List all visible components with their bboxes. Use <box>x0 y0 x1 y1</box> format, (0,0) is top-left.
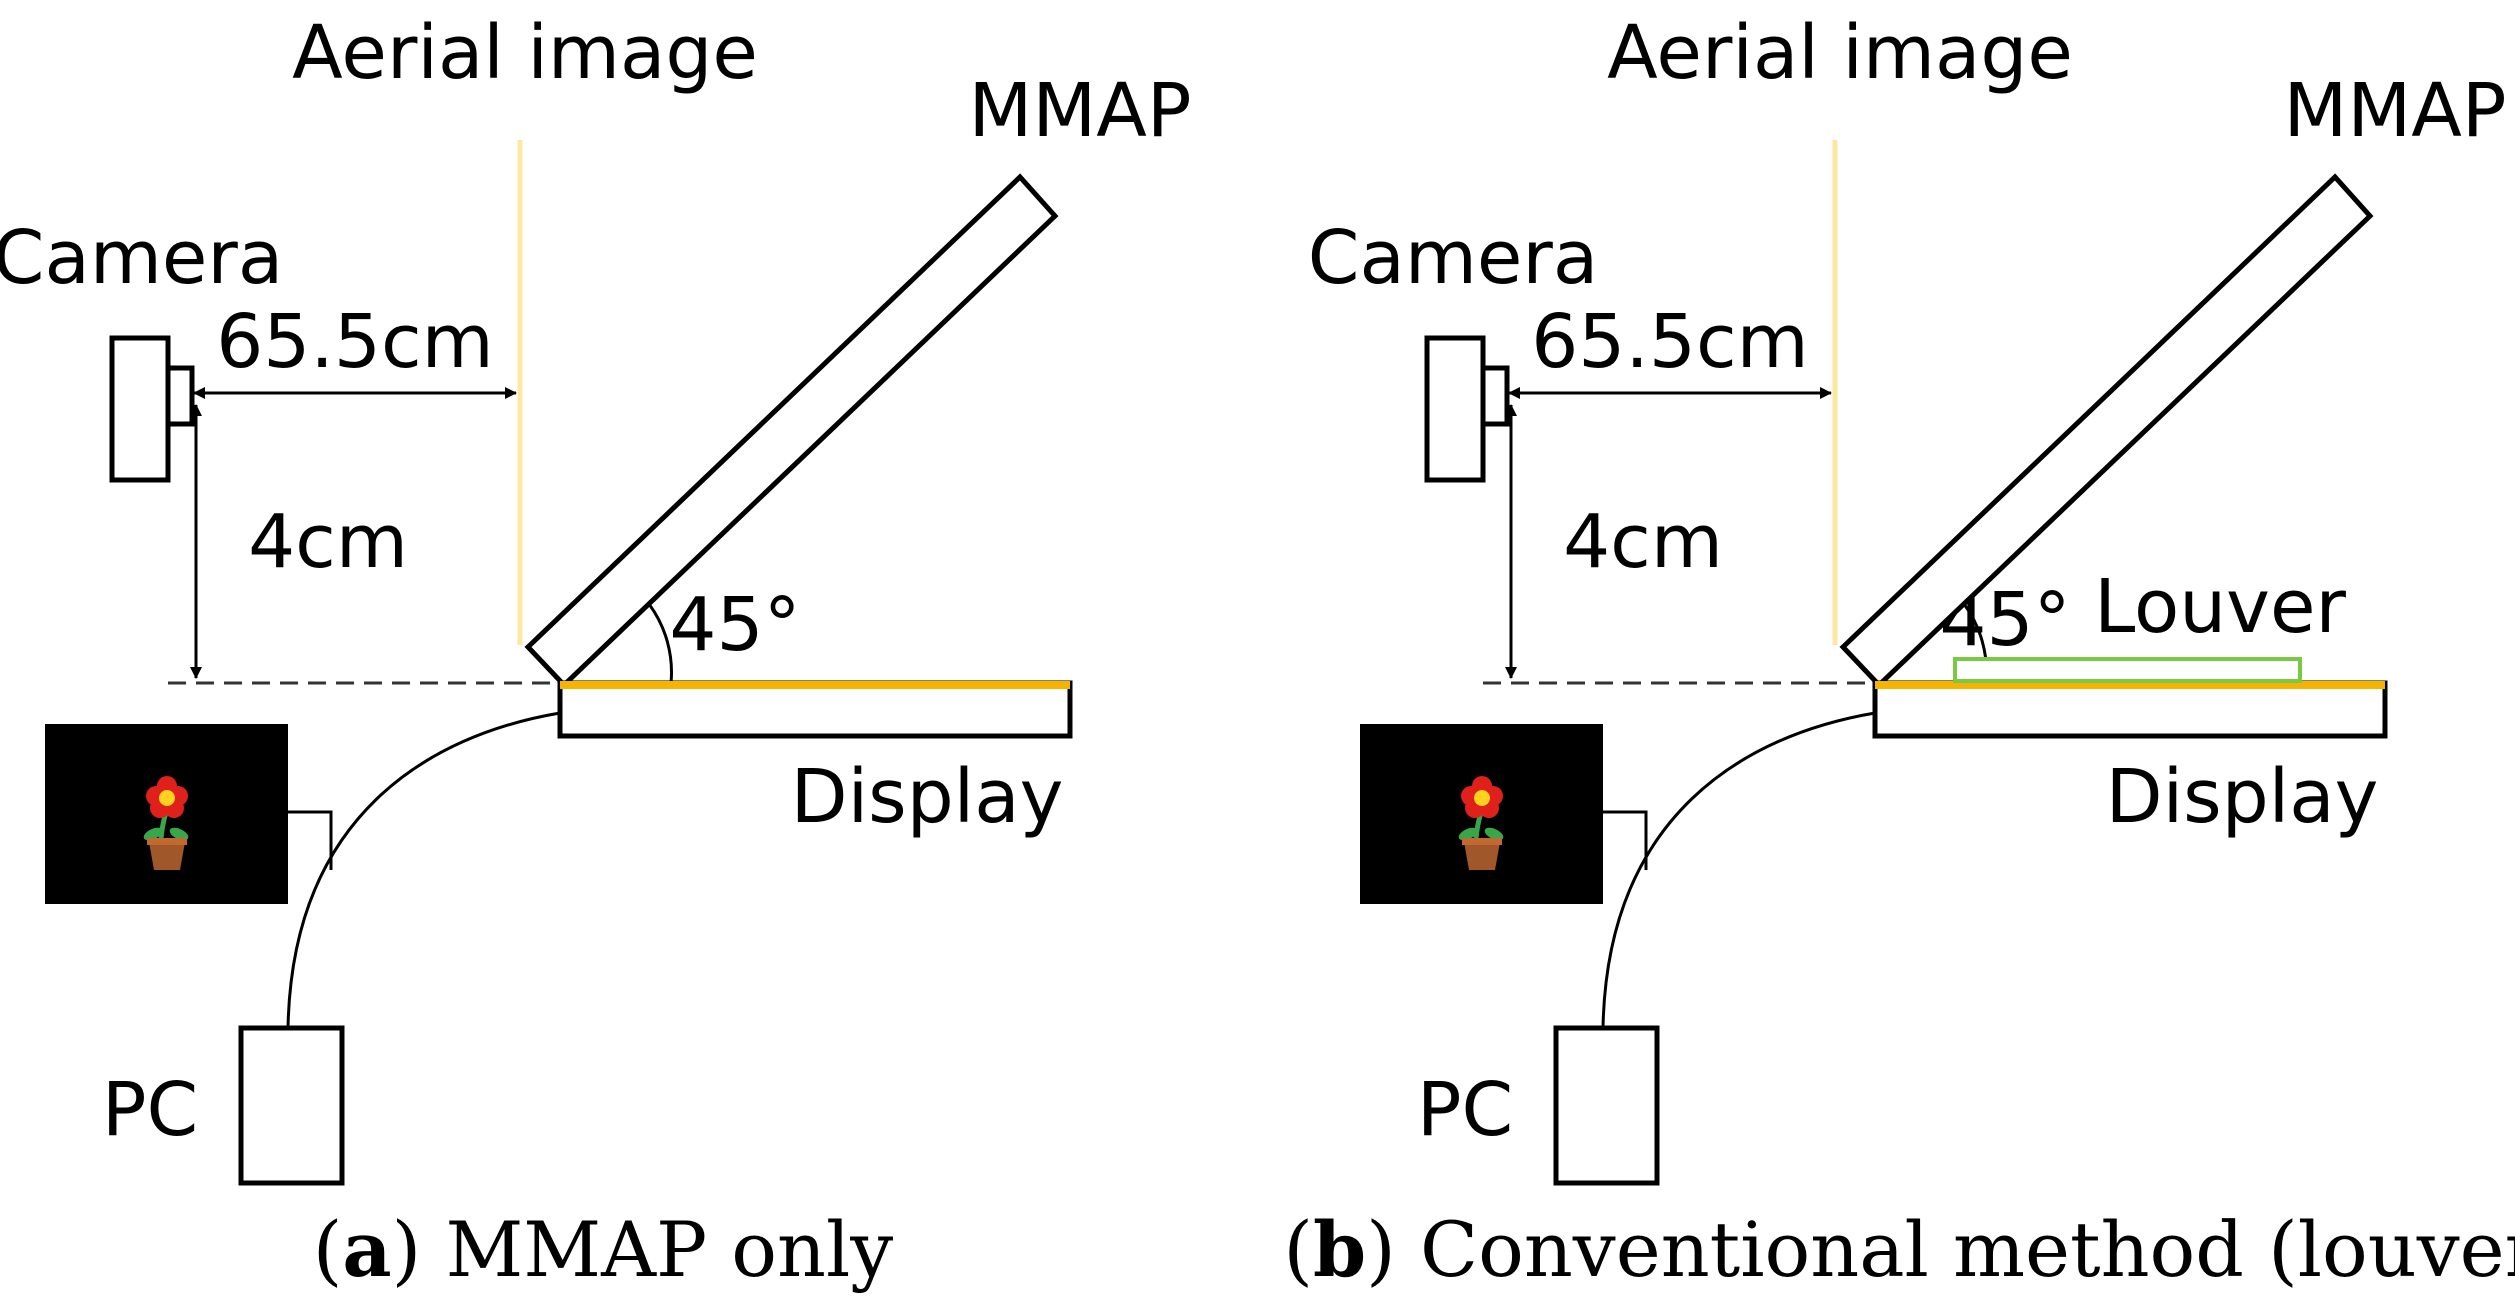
caption-b-letter: b <box>1313 1205 1366 1294</box>
camera-body <box>1424 335 1486 483</box>
mmap-panel <box>1839 173 2374 689</box>
camera-lens <box>165 365 195 427</box>
distance-label: 65.5cm <box>1531 299 1809 385</box>
pc-box <box>238 1025 345 1186</box>
height-label: 4cm <box>1563 499 1723 585</box>
caption-a-letter: a <box>342 1205 391 1294</box>
caption-a: (a) MMAP only <box>313 1205 894 1294</box>
panel-b: Aerial image MMAP Camera 65.5cm 4cm 45° … <box>1283 10 2515 1294</box>
panel-a: Aerial image MMAP Camera 65.5cm 4cm 45° … <box>0 10 1191 1294</box>
camera-body <box>109 335 171 483</box>
aerial-image-label: Aerial image <box>1607 10 2073 96</box>
angle-arc <box>647 603 673 684</box>
display-label: Display <box>2106 754 2379 840</box>
mmap-panel <box>524 173 1059 689</box>
mmap-label: MMAP <box>969 68 1192 154</box>
angle-label: 45° <box>669 582 800 668</box>
caption-a-text: MMAP only <box>445 1205 893 1294</box>
distance-label: 65.5cm <box>216 299 494 385</box>
display-panel <box>1872 680 2388 739</box>
caption-b: (b) Conventional method (louver) <box>1283 1205 2515 1294</box>
screen-connector <box>1603 810 1648 870</box>
caption-b-text: Conventional method (louver) <box>1420 1205 2515 1294</box>
aerial-image-label: Aerial image <box>292 10 758 96</box>
mmap-label: MMAP <box>2284 68 2507 154</box>
display-cable <box>1601 711 1876 1029</box>
camera-label: Camera <box>0 215 283 301</box>
display-panel <box>557 680 1073 739</box>
pc-box <box>1553 1025 1660 1186</box>
camera-lens <box>1480 365 1510 427</box>
camera-label: Camera <box>1308 215 1598 301</box>
screen-connector <box>288 810 333 870</box>
louver-film <box>1953 657 2302 683</box>
display-label: Display <box>791 754 1064 840</box>
display-cable <box>286 711 561 1029</box>
louver-label: Louver <box>2094 564 2346 650</box>
pc-label: PC <box>1417 1067 1513 1153</box>
pc-label: PC <box>102 1067 198 1153</box>
height-label: 4cm <box>248 499 408 585</box>
